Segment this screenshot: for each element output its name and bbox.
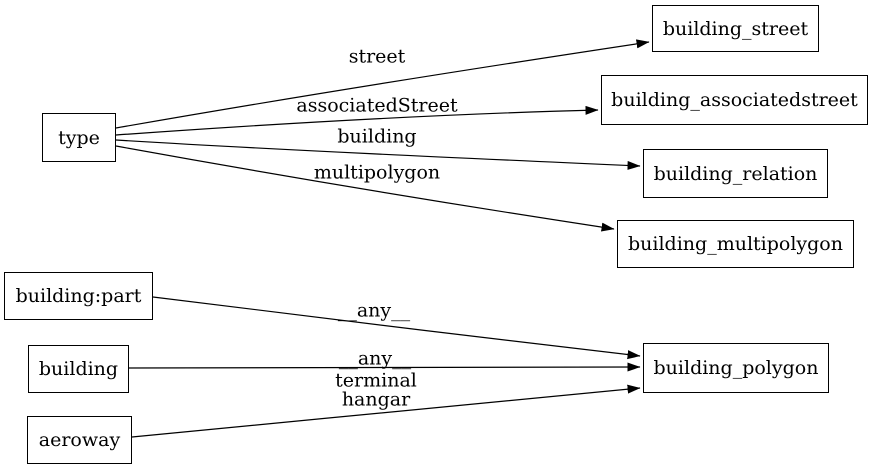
node-aeroway-label: aeroway xyxy=(38,429,121,451)
node-type: type xyxy=(42,113,116,162)
edge-type-building-street xyxy=(115,39,650,129)
edge-type-building-relation xyxy=(115,139,641,170)
node-building-polygon: building_polygon xyxy=(643,343,829,393)
node-building-part-label: building:part xyxy=(15,285,142,307)
node-building-multipolygon: building_multipolygon xyxy=(617,220,854,268)
node-building: building xyxy=(28,345,129,393)
node-building-associatedstreet: building_associatedstreet xyxy=(601,75,868,125)
node-building-label: building xyxy=(38,358,119,380)
edge-aeroway-building-polygon xyxy=(131,384,641,438)
node-building-polygon-label: building_polygon xyxy=(653,357,819,379)
node-building-relation-label: building_relation xyxy=(653,162,818,185)
edge-label-associatedstreet: associatedStreet xyxy=(296,94,458,117)
edge-label-multipolygon: multipolygon xyxy=(313,161,441,184)
edge-label-street: street xyxy=(348,45,406,68)
edge-label-hangar: hangar xyxy=(341,388,411,411)
edge-building-building-polygon xyxy=(128,362,641,372)
node-building-part: building:part xyxy=(4,272,153,320)
node-building-relation: building_relation xyxy=(643,149,828,198)
node-type-label: type xyxy=(58,126,100,149)
edge-label-building: building xyxy=(337,125,417,148)
node-building-multipolygon-label: building_multipolygon xyxy=(628,233,843,255)
node-building-street: building_street xyxy=(652,5,819,52)
edge-label-any-building: __any__ xyxy=(338,347,412,370)
edge-building-part-building-polygon xyxy=(152,296,641,360)
node-building-associatedstreet-label: building_associatedstreet xyxy=(611,89,858,111)
edge-label-any-building-part: __any__ xyxy=(337,299,411,322)
edge-label-terminal: terminal xyxy=(335,369,417,392)
edge-type-building-multipolygon xyxy=(115,145,615,232)
node-building-street-label: building_street xyxy=(662,17,809,40)
edge-type-building-associatedstreet xyxy=(115,105,599,136)
node-aeroway: aeroway xyxy=(27,416,132,464)
